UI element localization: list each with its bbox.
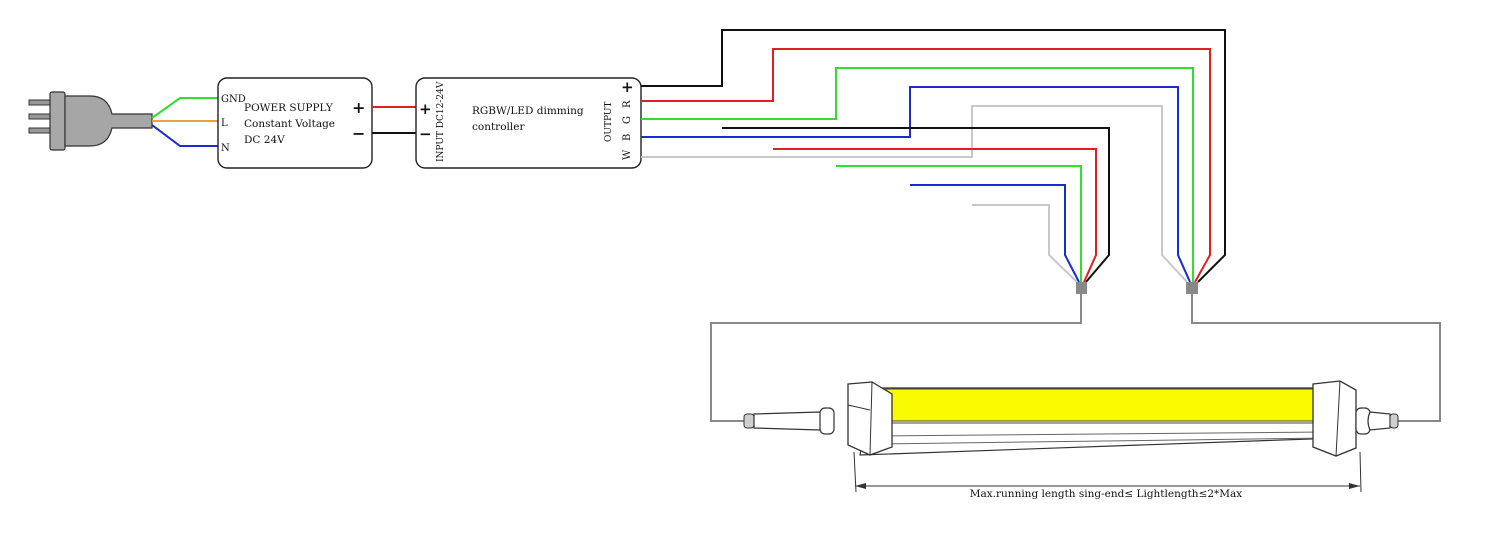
ctrl-name-line1: RGBW/LED dimming bbox=[472, 105, 584, 117]
ps-pin-n: N bbox=[221, 143, 230, 154]
left-cap-edge-2 bbox=[847, 404, 871, 411]
plug-plate bbox=[49, 91, 66, 151]
black-wire-right bbox=[641, 29, 1226, 283]
blue-wire-right bbox=[641, 86, 1191, 283]
ps-line2: Constant Voltage bbox=[244, 118, 335, 130]
right-cap-edge bbox=[1335, 380, 1341, 457]
power-plug bbox=[28, 91, 153, 151]
green-wire-right bbox=[641, 67, 1194, 282]
controller-box: + − INPUT DC12-24V RGBW/LED dimming cont… bbox=[415, 77, 642, 169]
white-wire-right bbox=[641, 105, 1188, 283]
left-cable-end bbox=[743, 413, 755, 429]
power-supply-box: GND L N POWER SUPPLY Constant Voltage DC… bbox=[217, 77, 373, 169]
ps-title: POWER SUPPLY bbox=[244, 102, 334, 114]
dimension-note: Max.running length sing-end≤ Lightlength… bbox=[970, 488, 1243, 500]
right-feed-cable bbox=[1191, 290, 1441, 422]
left-connector bbox=[1076, 282, 1087, 294]
black-wire-left bbox=[722, 127, 1110, 283]
ctrl-input-label: INPUT DC12-24V bbox=[436, 81, 446, 162]
ps-plus: + bbox=[352, 98, 365, 117]
ps-line3: DC 24V bbox=[244, 134, 285, 146]
ctrl-in-plus: + bbox=[419, 100, 432, 118]
mains-wires bbox=[151, 97, 219, 147]
ps-minus: − bbox=[352, 124, 365, 143]
ctrl-in-minus: − bbox=[419, 125, 432, 143]
plug-prongs bbox=[28, 99, 52, 134]
ctrl-out-w: W bbox=[622, 149, 633, 160]
left-cap-edge bbox=[869, 381, 873, 456]
left-feed-cable bbox=[710, 290, 1082, 422]
left-gland bbox=[753, 411, 824, 431]
dimension-tick-left bbox=[853, 451, 857, 493]
feed-cables bbox=[710, 282, 1441, 422]
ctrl-out-g: G bbox=[622, 116, 633, 124]
right-connector bbox=[1186, 282, 1198, 294]
ps-pin-l: L bbox=[221, 118, 228, 129]
blue-wire-left bbox=[910, 184, 1080, 283]
dimension-arrow-right bbox=[1349, 483, 1360, 489]
ctrl-out-plus: + bbox=[621, 78, 634, 96]
output-wires-left bbox=[722, 127, 1110, 283]
ctrl-out-b: B bbox=[622, 134, 633, 141]
n-wire bbox=[151, 124, 219, 147]
dc-wires bbox=[372, 106, 417, 134]
red-wire-right bbox=[641, 48, 1211, 283]
output-wires-right bbox=[641, 29, 1226, 283]
led-strip bbox=[743, 380, 1399, 457]
plug-body bbox=[64, 95, 153, 147]
ps-pin-gnd: GND bbox=[221, 94, 246, 105]
red-wire-left bbox=[773, 148, 1097, 283]
white-wire-left bbox=[972, 204, 1078, 283]
right-gland bbox=[1367, 411, 1391, 431]
gnd-wire bbox=[151, 97, 219, 119]
strip-line-2 bbox=[879, 431, 1326, 437]
ctrl-out-r: R bbox=[622, 100, 633, 108]
right-end-cap bbox=[1312, 380, 1357, 457]
dimension-marker: Max.running length sing-end≤ Lightlength… bbox=[853, 451, 1362, 500]
ctrl-output-label: OUTPUT bbox=[604, 102, 614, 142]
ctrl-name-line2: controller bbox=[472, 121, 525, 133]
right-cable-end bbox=[1389, 413, 1399, 429]
strip-line-3 bbox=[875, 437, 1331, 445]
left-collar bbox=[819, 407, 835, 435]
led-lit-face bbox=[885, 388, 1315, 422]
dimension-tick-right bbox=[1359, 451, 1362, 493]
green-wire-left bbox=[836, 165, 1082, 282]
dimension-arrow-left bbox=[855, 483, 866, 489]
